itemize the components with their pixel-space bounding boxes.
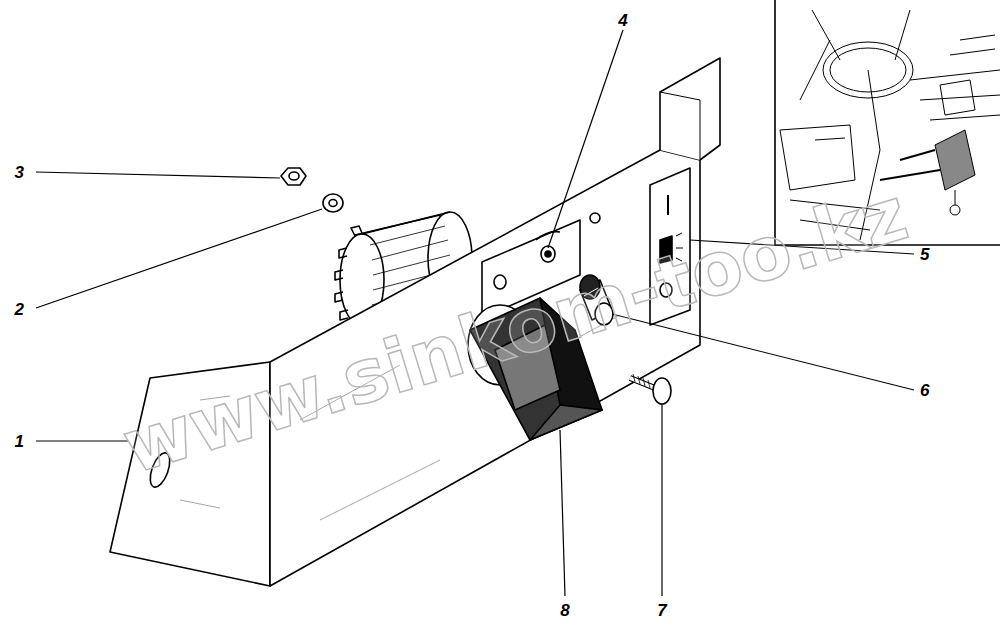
leader-line bbox=[36, 30, 914, 596]
callout-number: 4 bbox=[618, 12, 627, 29]
callout-number: 8 bbox=[560, 602, 569, 619]
callout-number: 5 bbox=[920, 246, 929, 263]
screw bbox=[630, 374, 671, 404]
callout-number: 7 bbox=[657, 602, 666, 619]
callout-number: 1 bbox=[15, 433, 24, 450]
callout-number: 2 bbox=[15, 301, 24, 318]
nut bbox=[281, 168, 306, 185]
callout-number: 6 bbox=[920, 382, 929, 399]
callout-number: 3 bbox=[15, 164, 24, 181]
washer bbox=[323, 194, 343, 212]
